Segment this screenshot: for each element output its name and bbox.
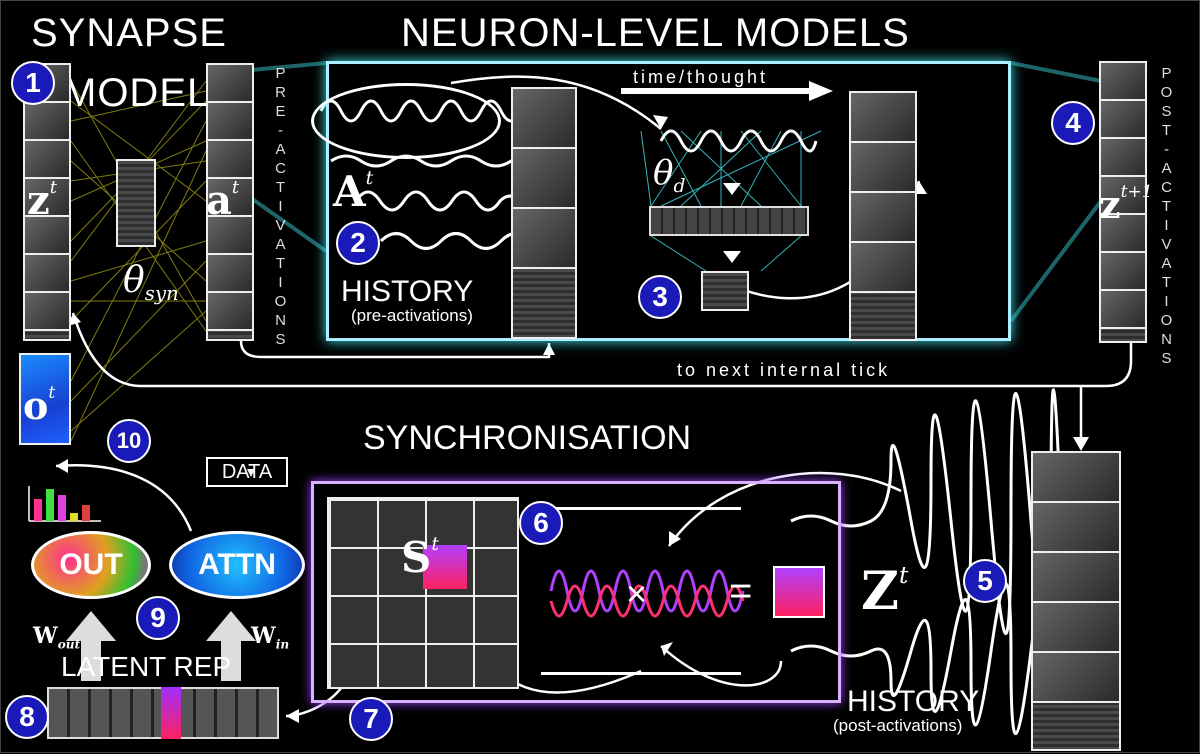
badge-1: 1	[11, 61, 55, 105]
weight-arrows	[66, 611, 256, 681]
arrow-heads	[56, 115, 1089, 723]
badge-10: 10	[107, 419, 151, 463]
badge-8: 8	[5, 695, 49, 739]
a-t-column	[206, 63, 254, 341]
history-post-sublabel: (post-activations)	[833, 716, 963, 735]
a-t-symbol: at	[206, 177, 240, 224]
nlm-glow-lines	[239, 61, 1103, 323]
w-out-symbol: Wout	[33, 623, 81, 652]
sync-waves	[549, 569, 745, 618]
time-thought-label: time/thought	[633, 67, 769, 87]
nlm-frame	[326, 61, 1011, 341]
mini-bar-chart	[28, 486, 101, 522]
sync-matrix-highlight	[423, 545, 467, 589]
z-t-column	[23, 63, 71, 341]
sync-matrix	[327, 497, 519, 689]
S-t-symbol: St	[401, 533, 439, 582]
Z-t-symbol: Zt	[861, 561, 909, 622]
sync-result-cube	[773, 566, 825, 618]
post-activations-label: POST-ACTIVATIONS	[1158, 65, 1175, 369]
latent-rep-highlight	[161, 687, 181, 739]
nlm-output-neuron	[701, 271, 749, 311]
title-sync: SYNCHRONISATION	[363, 419, 692, 457]
A-t-symbol: At	[333, 167, 374, 216]
badge-4: 4	[1051, 101, 1095, 145]
o-t-symbol: ot	[23, 383, 56, 428]
pre-activation-history-column	[511, 87, 577, 339]
badge-7: 7	[349, 697, 393, 741]
latent-rep-label: LATENT REP	[61, 651, 232, 682]
history-post-label: HISTORY	[847, 685, 980, 718]
sync-frame	[311, 481, 841, 703]
data-box: DATA	[206, 457, 288, 487]
z-t-symbol: zt	[27, 177, 57, 224]
theta-d-symbol: θd	[653, 153, 686, 197]
sync-product-bracket	[541, 507, 741, 675]
time-arrow-head	[809, 81, 833, 101]
theta-d-fan	[640, 130, 822, 272]
badge-6: 6	[519, 501, 563, 545]
synapse-mlp-block	[116, 159, 156, 247]
history-pre-label: HISTORY	[341, 275, 474, 308]
out-node: OUT	[31, 531, 151, 599]
o-t-block	[19, 353, 71, 445]
badge-2: 2	[336, 221, 380, 265]
attn-node: ATTN	[169, 531, 305, 599]
next-tick-label: to next internal tick	[677, 360, 891, 380]
flow-arrows	[55, 75, 1133, 718]
pre-activations-label: PRE-ACTIVATIONS	[272, 65, 289, 350]
theta-syn-symbol: θsyn	[123, 260, 179, 306]
badge-3: 3	[638, 275, 682, 319]
badge-5: 5	[963, 559, 1007, 603]
post-activation-history-column	[1031, 451, 1121, 751]
title-model: MODEL	[63, 71, 211, 115]
history-pre-sublabel: (pre-activations)	[351, 306, 473, 325]
title-synapse: SYNAPSE	[31, 11, 227, 55]
z-t1-column	[1099, 61, 1147, 343]
badge-9: 9	[136, 596, 180, 640]
w-in-symbol: Win	[251, 623, 290, 652]
nlm-output-column	[849, 91, 917, 341]
equals-sign: =	[729, 569, 753, 613]
times-sign: ×	[626, 573, 648, 614]
z-t1-symbol: zt+1	[1099, 182, 1153, 227]
title-nlm: NEURON-LEVEL MODELS	[401, 11, 910, 55]
nlm-hidden-layer	[649, 206, 809, 236]
history-highlight-oval	[311, 83, 501, 159]
